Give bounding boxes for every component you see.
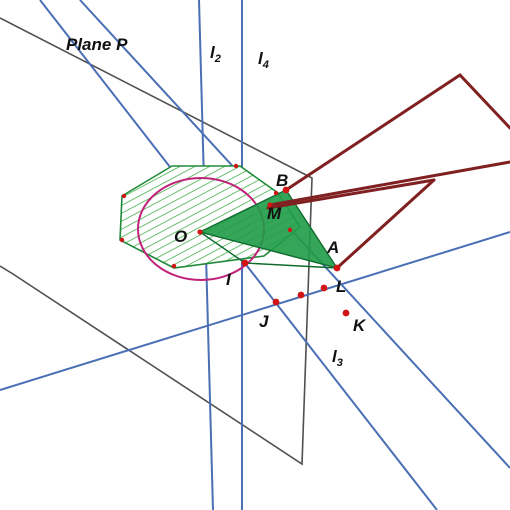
segment-o-i (199, 231, 246, 264)
label-j: J (259, 312, 269, 331)
line-l4-label: l4 (258, 49, 269, 71)
triangle-section (197, 189, 339, 270)
point-k (342, 309, 350, 317)
label-b: B (276, 171, 288, 190)
prism-edges (266, 73, 510, 270)
point-extra (297, 291, 305, 299)
label-o: O (174, 227, 187, 246)
point-l (320, 284, 328, 292)
line-l1 (0, 231, 510, 391)
plane-p-label: Plane P (66, 35, 128, 54)
label-i: I (226, 270, 232, 289)
line-l3-label: l3 (332, 347, 343, 369)
point-b (282, 186, 290, 194)
label-a: A (326, 238, 339, 257)
point-o (197, 229, 203, 235)
label-m: M (267, 204, 282, 223)
point-j (272, 298, 280, 306)
point-i (241, 259, 249, 267)
point-a (333, 264, 341, 272)
label-l: L (336, 277, 346, 296)
segment-i-a (244, 262, 338, 269)
plane-p-outline (0, 17, 313, 466)
octagon-vertices (119, 163, 293, 269)
point-m (267, 202, 273, 208)
line-l2-label: l2 (210, 43, 221, 65)
label-k: K (353, 316, 367, 335)
